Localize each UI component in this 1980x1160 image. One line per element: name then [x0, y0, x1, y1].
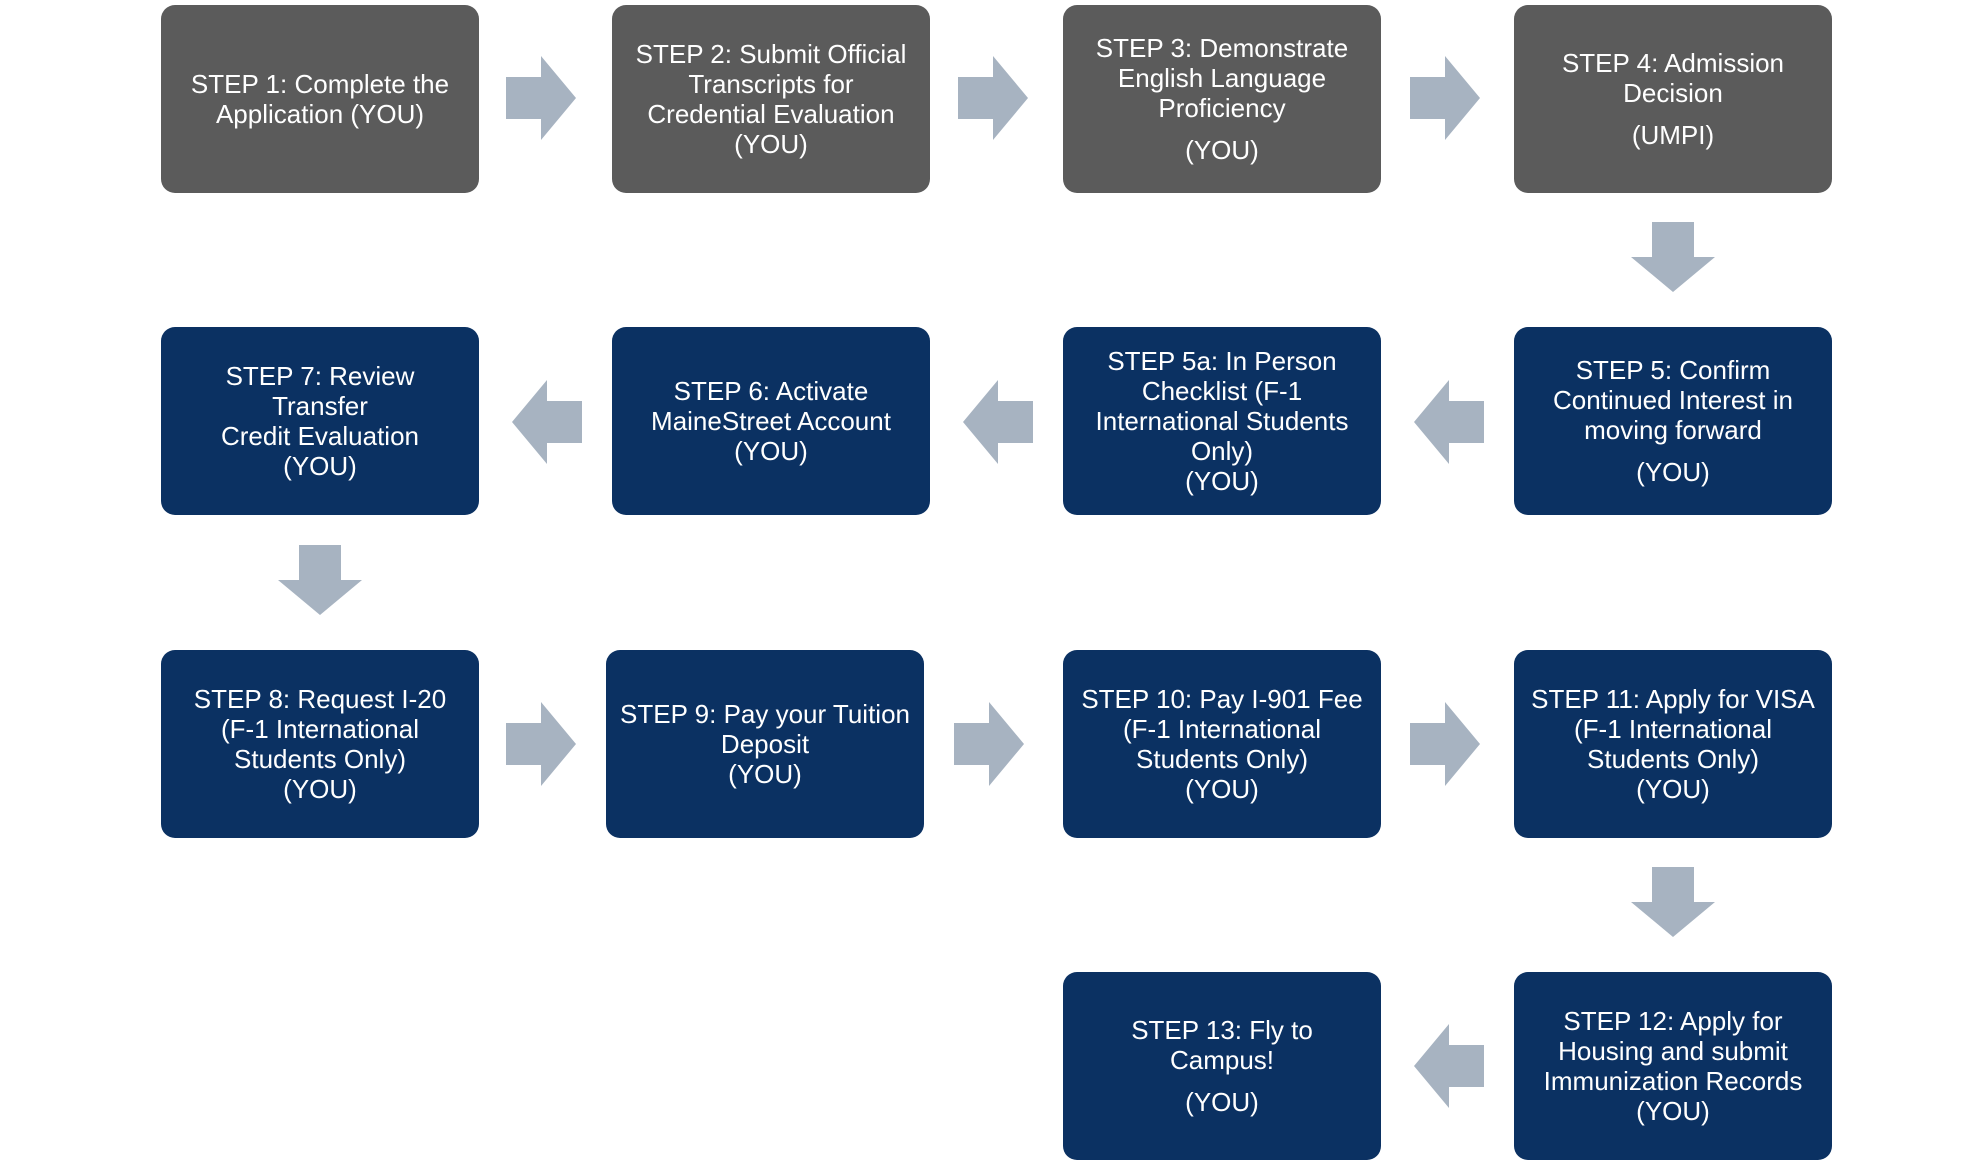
- step-1-label: STEP 1: Complete the Application (YOU): [190, 69, 450, 129]
- arrow-down-icon: [278, 545, 362, 615]
- step-11-label: STEP 11: Apply for VISA (F-1 Internation…: [1531, 684, 1815, 804]
- step-5a-box: STEP 5a: In Person Checklist (F-1 Intern…: [1063, 327, 1381, 515]
- step-4-owner: (UMPI): [1631, 120, 1715, 150]
- step-10-box: STEP 10: Pay I-901 Fee (F-1 Internationa…: [1063, 650, 1381, 838]
- step-13-box: STEP 13: Fly to Campus! (YOU): [1063, 972, 1381, 1160]
- arrow-left-icon: [1414, 380, 1484, 464]
- arrow-right-icon: [958, 56, 1028, 140]
- step-13-owner: (YOU): [1185, 1087, 1259, 1117]
- arrow-right-icon: [506, 702, 576, 786]
- step-11-box: STEP 11: Apply for VISA (F-1 Internation…: [1514, 650, 1832, 838]
- step-2-label: STEP 2: Submit Official Transcripts for …: [635, 39, 907, 159]
- step-9-box: STEP 9: Pay your Tuition Deposit (YOU): [606, 650, 924, 838]
- arrow-left-icon: [512, 380, 582, 464]
- arrow-down-icon: [1631, 222, 1715, 292]
- arrow-down-icon: [1631, 867, 1715, 937]
- arrow-left-icon: [1414, 1024, 1484, 1108]
- step-12-box: STEP 12: Apply for Housing and submit Im…: [1514, 972, 1832, 1160]
- arrow-right-icon: [506, 56, 576, 140]
- step-3-owner: (YOU): [1185, 135, 1259, 165]
- step-5-owner: (YOU): [1636, 457, 1710, 487]
- step-6-label: STEP 6: Activate MaineStreet Account (YO…: [651, 376, 891, 466]
- step-5-box: STEP 5: Confirm Continued Interest in mo…: [1514, 327, 1832, 515]
- step-10-label: STEP 10: Pay I-901 Fee (F-1 Internationa…: [1081, 684, 1363, 804]
- step-4-box: STEP 4: Admission Decision (UMPI): [1514, 5, 1832, 193]
- arrow-right-icon: [954, 702, 1024, 786]
- step-4-label: STEP 4: Admission Decision: [1561, 48, 1785, 108]
- step-2-box: STEP 2: Submit Official Transcripts for …: [612, 5, 930, 193]
- step-8-box: STEP 8: Request I-20 (F-1 International …: [161, 650, 479, 838]
- arrow-right-icon: [1410, 702, 1480, 786]
- step-5-label: STEP 5: Confirm Continued Interest in mo…: [1553, 355, 1793, 445]
- step-7-label: STEP 7: Review Transfer Credit Evaluatio…: [221, 361, 419, 481]
- step-7-box: STEP 7: Review Transfer Credit Evaluatio…: [161, 327, 479, 515]
- step-6-box: STEP 6: Activate MaineStreet Account (YO…: [612, 327, 930, 515]
- step-13-label: STEP 13: Fly to Campus!: [1131, 1015, 1313, 1075]
- arrow-left-icon: [963, 380, 1033, 464]
- arrow-right-icon: [1410, 56, 1480, 140]
- step-3-box: STEP 3: Demonstrate English Language Pro…: [1063, 5, 1381, 193]
- step-1-box: STEP 1: Complete the Application (YOU): [161, 5, 479, 193]
- step-12-label: STEP 12: Apply for Housing and submit Im…: [1543, 1006, 1803, 1126]
- step-3-label: STEP 3: Demonstrate English Language Pro…: [1095, 33, 1349, 123]
- step-8-label: STEP 8: Request I-20 (F-1 International …: [193, 684, 447, 804]
- step-9-label: STEP 9: Pay your Tuition Deposit (YOU): [620, 699, 910, 789]
- step-5a-label: STEP 5a: In Person Checklist (F-1 Intern…: [1095, 346, 1349, 496]
